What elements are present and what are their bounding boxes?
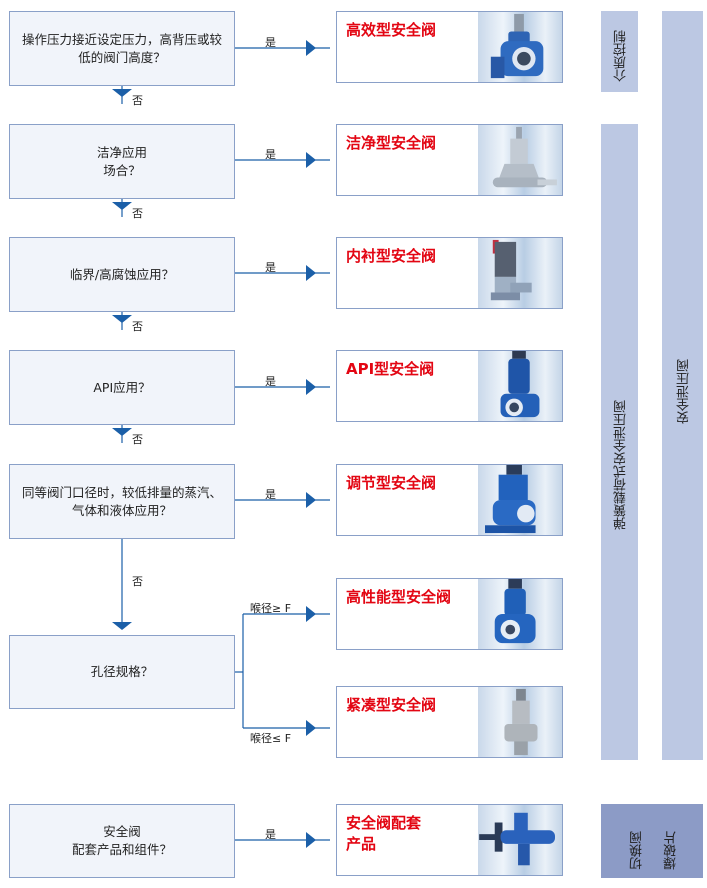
valve-photo-icon — [478, 238, 562, 308]
category-label: 介质控制 — [614, 30, 629, 82]
no-label: 否 — [132, 433, 143, 446]
arrow-down-icon — [112, 202, 132, 210]
arrow-down-icon — [112, 428, 132, 436]
arrow-right-icon — [306, 379, 316, 395]
category-label: 切换阀 — [630, 831, 645, 870]
arrow-down-icon — [112, 89, 132, 97]
arrow-right-icon — [306, 720, 316, 736]
valve-photo-icon — [478, 687, 562, 757]
question-box: 同等阀门口径时，较低排量的蒸汽、 气体和液体应用？ — [9, 464, 235, 539]
yes-label: 是 — [265, 261, 276, 274]
category-label: 弹簧载荷式安全泄压阀 — [614, 400, 629, 530]
valve-photo-icon — [478, 125, 562, 195]
category-label: 安全泄压阀 — [677, 359, 692, 424]
arrow-right-icon — [306, 40, 316, 56]
product-title: 紧凑型安全阀 — [346, 696, 437, 714]
product-title: 调节型安全阀 — [346, 474, 437, 492]
category-bar-medium-control — [601, 11, 638, 92]
valve-photo-icon — [478, 12, 562, 82]
product-title: 洁净型安全阀 — [346, 134, 437, 152]
valve-photo-icon — [478, 351, 562, 421]
arrow-right-icon — [306, 492, 316, 508]
arrow-down-icon — [112, 315, 132, 323]
product-card[interactable]: 洁净型安全阀 — [336, 124, 563, 196]
question-box: 洁净应用 场合？ — [9, 124, 235, 199]
product-title: 安全阀配套 产品 — [346, 814, 422, 853]
arrow-right-icon — [306, 606, 316, 622]
category-bar-safety-relief — [662, 11, 703, 760]
category-bar-spring-loaded — [601, 124, 638, 760]
yes-label: 是 — [265, 148, 276, 161]
question-box: 孔径规格？ — [9, 635, 235, 709]
yes-label: 是 — [265, 488, 276, 501]
product-card[interactable]: 安全阀配套 产品 — [336, 804, 563, 876]
arrow-right-icon — [306, 152, 316, 168]
product-title: 高性能型安全阀 — [346, 588, 452, 606]
product-card[interactable]: 紧凑型安全阀 — [336, 686, 563, 758]
yes-label: 是 — [265, 375, 276, 388]
no-label: 否 — [132, 207, 143, 220]
branch-label-upper: 喉径≥ F — [250, 602, 292, 615]
product-card[interactable]: API型安全阀 — [336, 350, 563, 422]
product-card[interactable]: 高效型安全阀 — [336, 11, 563, 83]
arrow-down-icon — [112, 622, 132, 630]
question-box: API应用？ — [9, 350, 235, 425]
valve-photo-icon — [478, 579, 562, 649]
product-title: 高效型安全阀 — [346, 21, 437, 39]
yes-label: 是 — [265, 36, 276, 49]
arrow-right-icon — [306, 265, 316, 281]
arrow-right-icon — [306, 832, 316, 848]
no-label: 否 — [132, 94, 143, 107]
branch-label-lower: 喉径≤ F — [250, 732, 292, 745]
valve-photo-icon — [478, 805, 562, 875]
no-label: 否 — [132, 575, 143, 588]
product-card[interactable]: 调节型安全阀 — [336, 464, 563, 536]
yes-label: 是 — [265, 828, 276, 841]
product-title: 内衬型安全阀 — [346, 247, 437, 265]
valve-photo-icon — [478, 465, 562, 535]
product-title: API型安全阀 — [346, 360, 435, 378]
product-card[interactable]: 高性能型安全阀 — [336, 578, 563, 650]
question-box: 临界/高腐蚀应用？ — [9, 237, 235, 312]
category-bar-switching-bursting — [601, 804, 703, 878]
category-label: 爆破片 — [664, 831, 679, 870]
no-label: 否 — [132, 320, 143, 333]
question-box: 操作压力接近设定压力，高背压或较 低的阀门高度？ — [9, 11, 235, 86]
product-card[interactable]: 内衬型安全阀 — [336, 237, 563, 309]
question-box: 安全阀 配套产品和组件？ — [9, 804, 235, 878]
